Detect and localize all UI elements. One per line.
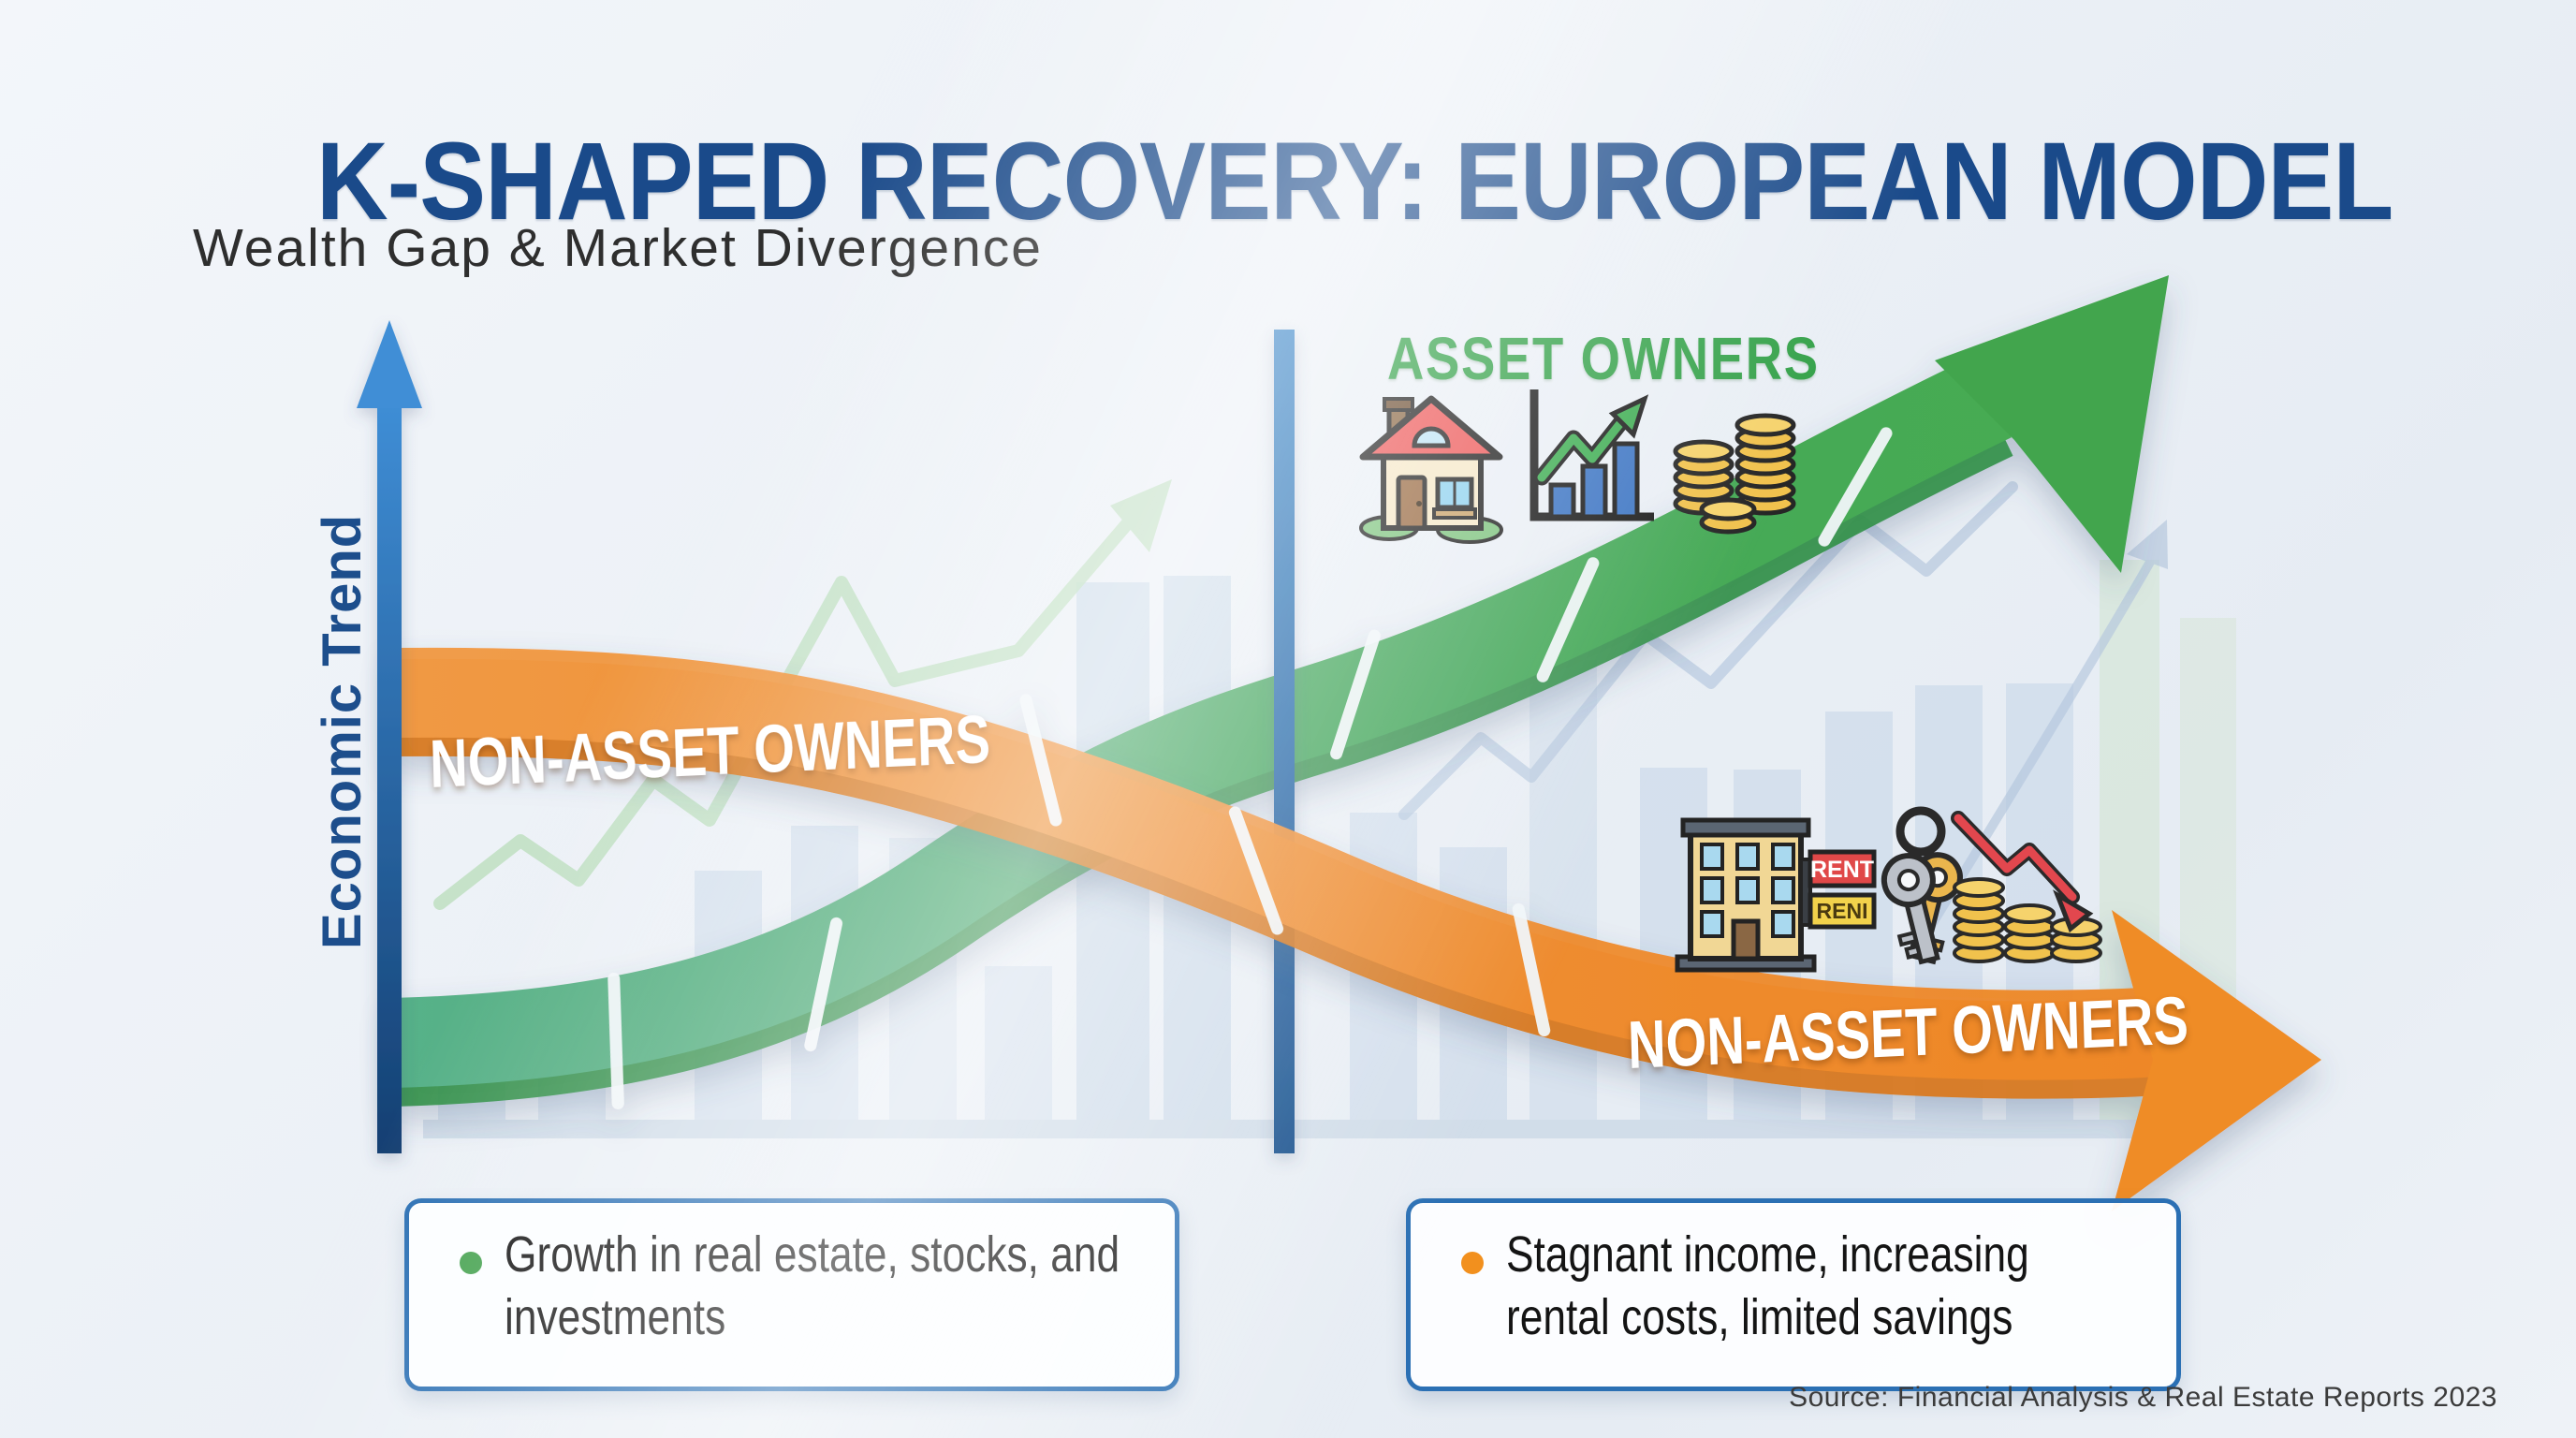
- asset-callout-box: Growth in real estate, stocks, and inves…: [404, 1198, 1179, 1391]
- house-icon: [1359, 395, 1503, 544]
- non-asset-arrowhead-icon: [2112, 910, 2321, 1211]
- y-axis-arrow: [357, 320, 422, 1153]
- rent-sign-top-label: RENT: [1810, 857, 1874, 883]
- page-subtitle: Wealth Gap & Market Divergence: [193, 218, 1043, 278]
- orange-bullet-icon: [1461, 1252, 1484, 1274]
- source-citation: Source: Financial Analysis & Real Estate…: [1789, 1382, 2497, 1413]
- non-asset-callout-box: Stagnant income, increasing rental costs…: [1406, 1198, 2181, 1391]
- y-axis-label: Economic Trend: [312, 513, 373, 949]
- coin-stacks-icon: [1673, 413, 1796, 535]
- rent-sign-bottom-label: RENI: [1817, 899, 1868, 923]
- keys-icon: [1881, 806, 1963, 965]
- rental-building-icon: RENT RENI: [1675, 817, 1877, 973]
- band-segment-gaps: [607, 427, 1893, 1109]
- non-asset-callout-text: Stagnant income, increasing rental costs…: [1506, 1226, 2029, 1345]
- period-divider-line: [1274, 330, 1295, 1153]
- faint-green-trendline: [433, 479, 1172, 910]
- page-title: K-SHAPED RECOVERY: EUROPEAN MODEL: [316, 120, 2393, 243]
- asset-arrowhead-icon: [1935, 275, 2169, 573]
- declining-coins-icon: [1951, 811, 2102, 963]
- asset-owners-label: ASSET OWNERS: [1387, 325, 1820, 392]
- green-bullet-icon: [460, 1252, 482, 1274]
- band-segment-gaps: [1019, 694, 1551, 1037]
- non-asset-owners-band: [392, 647, 2321, 1211]
- asset-callout-text: Growth in real estate, stocks, and inves…: [505, 1226, 1120, 1345]
- asset-owners-band: [391, 275, 2169, 1109]
- stock-growth-icon: [1530, 389, 1654, 521]
